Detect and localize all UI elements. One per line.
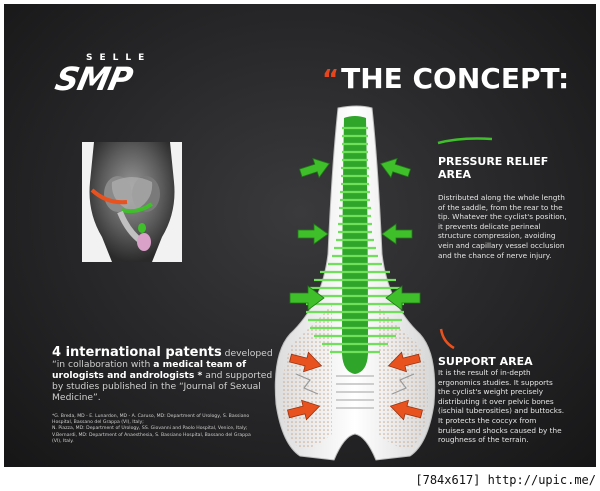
support-line: It is the result of in-depth bbox=[438, 368, 531, 377]
patents-text: by studies published in the “Journal of … bbox=[52, 381, 261, 392]
patents-bold: urologists and andrologists bbox=[52, 370, 195, 381]
support-line: distributing it over pelvic bones bbox=[438, 396, 554, 406]
title-text: THE CONCEPT: bbox=[341, 62, 570, 95]
orange-accent-icon bbox=[439, 328, 455, 350]
pressure-heading-line1: PRESSURE RELIEF bbox=[438, 155, 549, 168]
pressure-relief-text: Distributed along the whole length of th… bbox=[438, 193, 596, 260]
reference-line: V.Bernardi, MD: Department of Anaesthesi… bbox=[52, 432, 251, 438]
pressure-line: tip. Whatever the cyclist's position, bbox=[438, 212, 567, 222]
patents-text: developed bbox=[221, 348, 273, 359]
reference-line: *G. Breda, MD - E. Lunardon, MD - A. Car… bbox=[52, 414, 250, 419]
support-line: the cyclist's weight precisely bbox=[438, 387, 544, 397]
anatomy-illustration bbox=[82, 142, 182, 262]
reference-line: N. Piazza, MD: Department of Urology, SS… bbox=[52, 426, 248, 432]
support-area-text: It is the result of in-depth ergonomics … bbox=[438, 368, 596, 445]
pressure-line: structure compression, avoiding bbox=[438, 231, 556, 241]
brand-logo-top: SELLE bbox=[86, 53, 152, 63]
title-quote: “ bbox=[322, 65, 340, 95]
support-line: (ischial tuberosities) and buttocks. bbox=[438, 406, 565, 416]
pressure-line: vein and capillary vessel occlusion bbox=[438, 240, 565, 250]
patents-text: Medicine”. bbox=[52, 392, 101, 403]
support-line: bruises and shocks caused by the bbox=[438, 425, 562, 435]
pressure-line: Distributed along the whole length bbox=[438, 193, 565, 202]
pressure-line: it prevents delicate perineal bbox=[438, 221, 541, 231]
pressure-line: of the saddle, from the rear to the bbox=[438, 202, 563, 212]
pressure-heading-line2: AREA bbox=[438, 168, 472, 181]
page-title: “THE CONCEPT: bbox=[322, 62, 569, 95]
patents-text: “in collaboration with bbox=[52, 359, 154, 370]
patents-headline: 4 international patents bbox=[52, 345, 222, 360]
saddle-illustration bbox=[274, 105, 436, 461]
references: *G. Breda, MD - E. Lunardon, MD - A. Car… bbox=[52, 414, 292, 445]
pressure-relief-heading: PRESSURE RELIEF AREA bbox=[438, 155, 548, 181]
green-accent-icon bbox=[437, 137, 493, 145]
patents-star: * bbox=[194, 370, 203, 381]
watermark: [784x617] http://upic.me/ bbox=[415, 473, 596, 487]
anatomy-icon bbox=[82, 142, 182, 262]
support-area-heading: SUPPORT AREA bbox=[438, 355, 533, 368]
patents-text: and supported bbox=[202, 370, 273, 381]
support-line: ergonomics studies. It supports bbox=[438, 377, 553, 387]
brand-logo: SMP bbox=[51, 60, 136, 98]
reference-line: Hospital, Bassano del Grappa (VI), Italy… bbox=[52, 420, 144, 426]
support-line: roughness of the terrain. bbox=[438, 435, 529, 445]
infographic-panel: SELLE SMP “THE CONCEPT: bbox=[4, 4, 596, 467]
patents-statement: 4 international patents developed “in co… bbox=[52, 345, 290, 403]
pressure-line: and the chance of nerve injury. bbox=[438, 250, 552, 260]
patents-bold: a medical team of bbox=[153, 359, 247, 370]
support-line: It protects the coccyx from bbox=[438, 415, 537, 425]
reference-line: (VI), Italy. bbox=[52, 438, 74, 444]
